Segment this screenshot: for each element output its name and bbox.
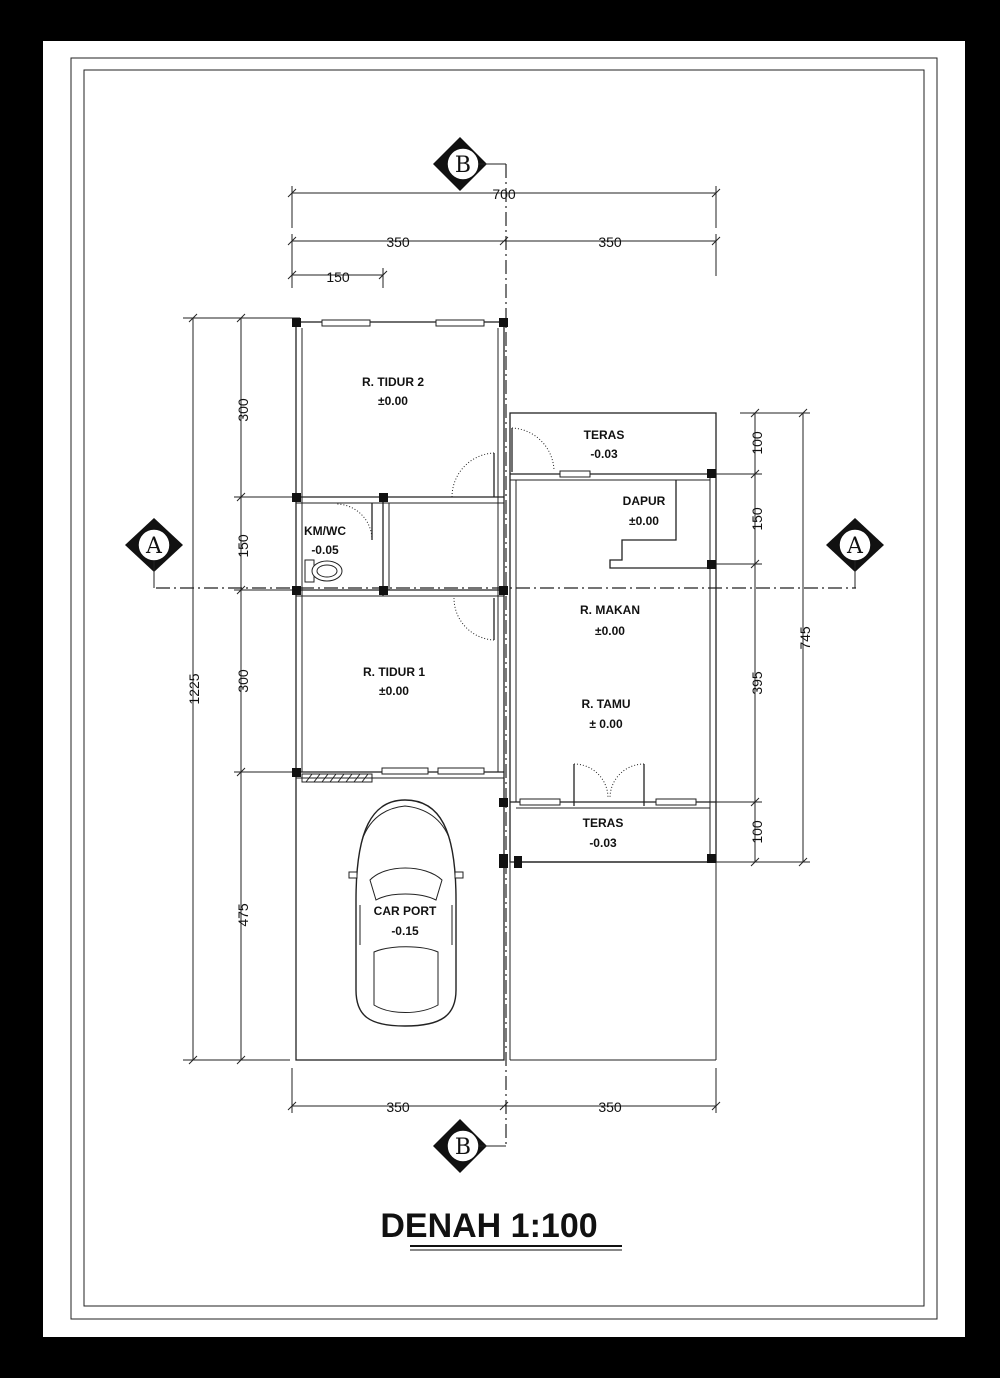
dim-right-4: 100 xyxy=(749,820,765,844)
section-marker-a-left: A xyxy=(125,518,183,588)
room-makan-name: R. MAKAN xyxy=(580,603,640,617)
top-dimensions: 700 350 350 150 xyxy=(287,186,721,288)
room-tidur1-name: R. TIDUR 1 xyxy=(363,665,425,679)
columns xyxy=(292,318,716,868)
section-b-bottom-label: B xyxy=(455,1135,471,1160)
room-kmwc-level: -0.05 xyxy=(311,543,339,557)
inner-frame xyxy=(83,69,925,1307)
section-marker-b-top: B xyxy=(433,137,506,191)
dim-left-1: 300 xyxy=(235,398,251,422)
room-kmwc-name: KM/WC xyxy=(304,524,346,538)
toilet-icon xyxy=(304,559,343,583)
floor-plan: 700 350 350 150 1225 300 150 300 475 xyxy=(70,57,938,1320)
section-a-left-label: A xyxy=(145,534,163,559)
car-icon xyxy=(348,799,464,1027)
dim-top-right: 350 xyxy=(598,234,622,250)
dim-bottom-left: 350 xyxy=(386,1099,410,1115)
section-a-right-label: A xyxy=(846,534,864,559)
outer-frame xyxy=(70,57,938,1320)
dim-left-total: 1225 xyxy=(186,673,202,704)
dim-top-left: 350 xyxy=(386,234,410,250)
room-carport-level: -0.15 xyxy=(391,924,419,938)
room-dapur-name: DAPUR xyxy=(623,494,666,508)
room-tidur1-level: ±0.00 xyxy=(379,684,409,698)
section-marker-b-bottom: B xyxy=(433,1119,506,1173)
dim-bottom-right: 350 xyxy=(598,1099,622,1115)
room-tamu-name: R. TAMU xyxy=(581,697,630,711)
right-dimensions: 100 150 395 100 745 xyxy=(712,408,813,867)
dim-left-4: 475 xyxy=(235,903,251,927)
room-teras-bot-level: -0.03 xyxy=(589,836,617,850)
dim-top-small: 150 xyxy=(326,269,350,285)
section-marker-a-right: A xyxy=(826,518,884,588)
room-teras-top-name: TERAS xyxy=(584,428,625,442)
room-makan-level: ±0.00 xyxy=(595,624,625,638)
room-tamu-level: ± 0.00 xyxy=(589,717,623,731)
room-tidur2-level: ±0.00 xyxy=(378,394,408,408)
dim-right-1: 100 xyxy=(749,431,765,455)
dim-left-3: 300 xyxy=(235,669,251,693)
room-dapur-level: ±0.00 xyxy=(629,514,659,528)
windows xyxy=(321,319,697,806)
dim-right-total: 745 xyxy=(797,626,813,650)
section-b-top-label: B xyxy=(455,153,471,178)
doors xyxy=(335,427,645,806)
dim-right-2: 150 xyxy=(749,507,765,531)
dim-left-2: 150 xyxy=(235,534,251,558)
room-teras-top-level: -0.03 xyxy=(590,447,618,461)
drawing-sheet: 700 350 350 150 1225 300 150 300 475 xyxy=(43,41,965,1337)
room-carport-name: CAR PORT xyxy=(374,904,437,918)
dim-right-3: 395 xyxy=(749,671,765,695)
bottom-dimensions: 350 350 xyxy=(287,1068,721,1115)
room-teras-bot-name: TERAS xyxy=(583,816,624,830)
room-tidur2-name: R. TIDUR 2 xyxy=(362,375,424,389)
drawing-title: DENAH 1:100 xyxy=(380,1207,597,1245)
dim-top-total: 700 xyxy=(492,186,516,202)
room-labels: R. TIDUR 2 ±0.00 TERAS -0.03 DAPUR ±0.00… xyxy=(304,375,666,938)
left-dimensions: 1225 300 150 300 475 xyxy=(183,313,300,1065)
